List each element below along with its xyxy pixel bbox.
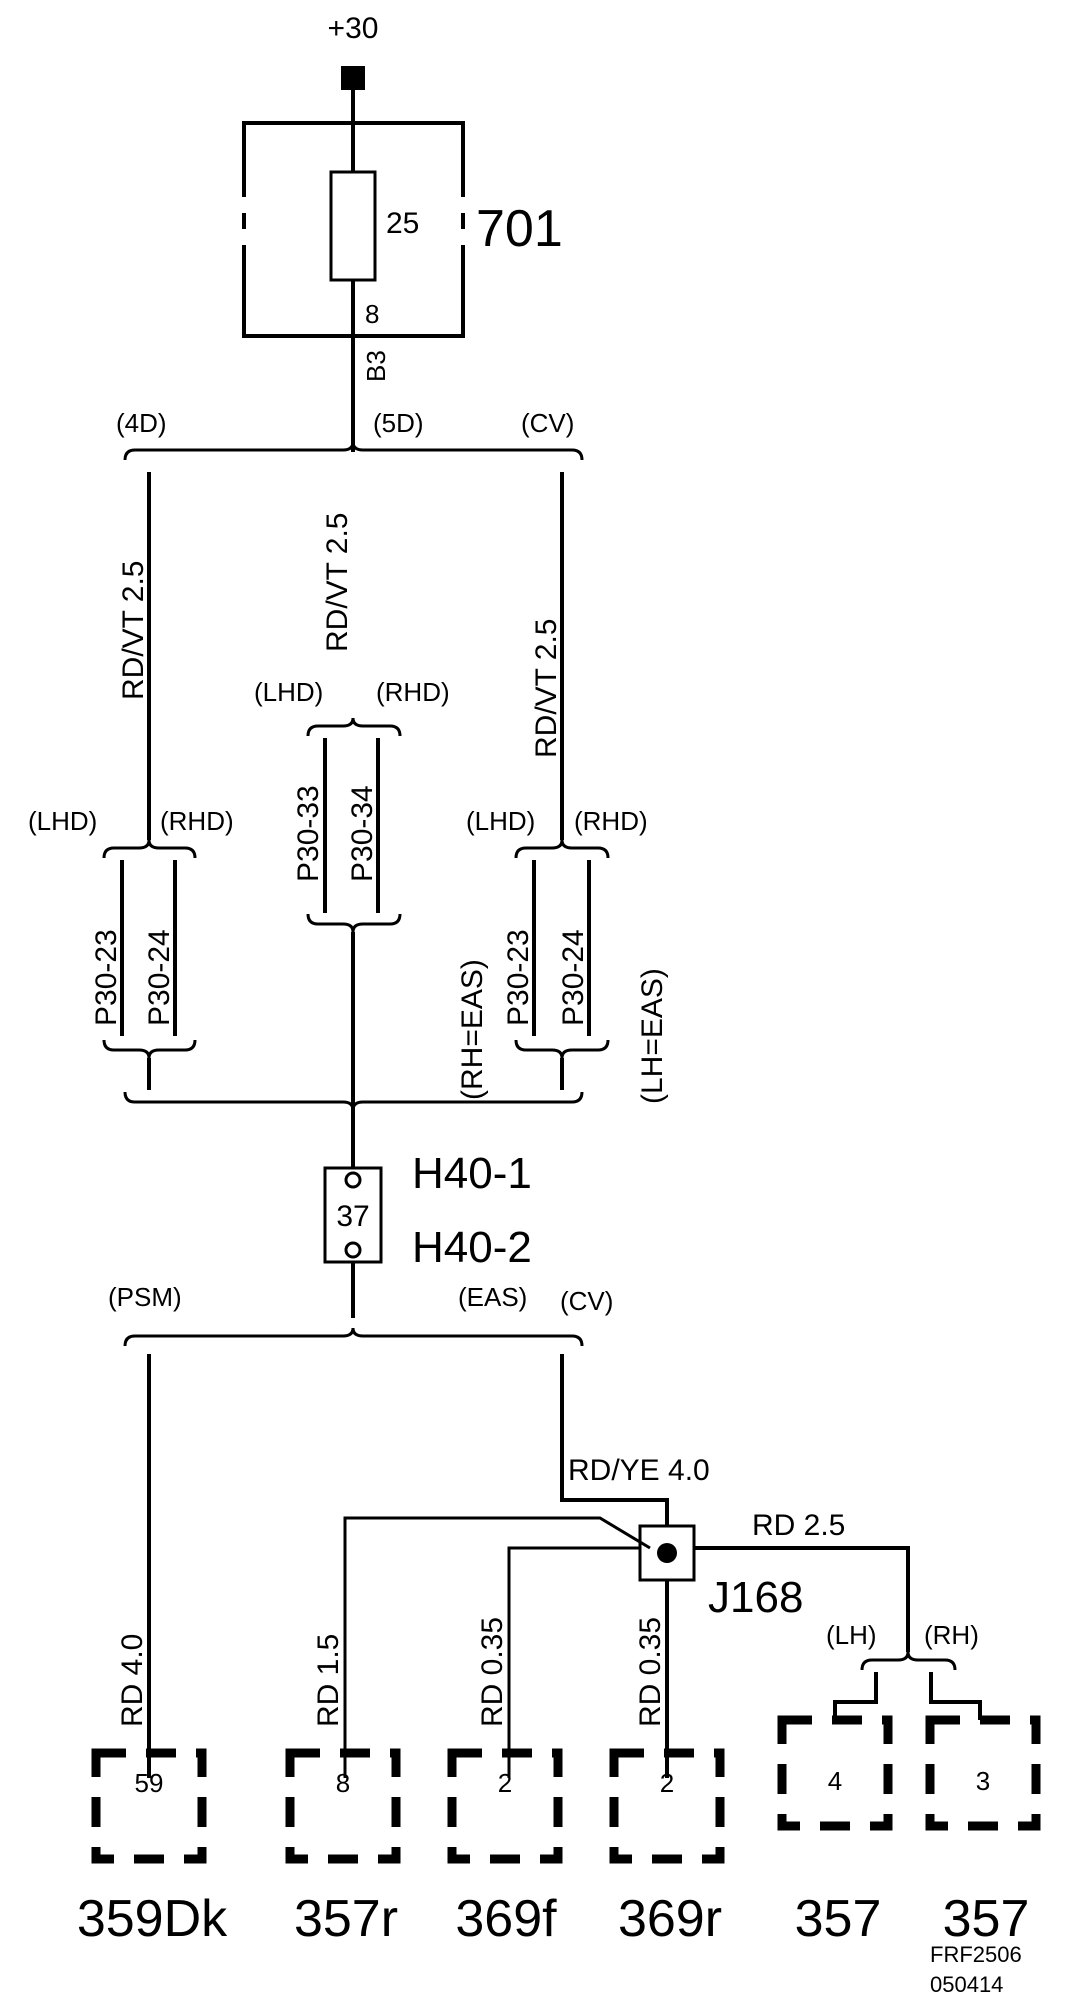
svg-text:357r: 357r <box>294 1890 398 1948</box>
pin-right-p30-23: P30-23 <box>502 929 535 1026</box>
wire-369r: RD 0.35 <box>634 1617 667 1727</box>
svg-text:357: 357 <box>795 1890 882 1948</box>
variant-rh: (RH) <box>924 1620 979 1650</box>
variant-brace-top <box>123 441 584 461</box>
wire-357r: RD 1.5 <box>312 1634 345 1727</box>
inline-connector-id-2: H40-2 <box>412 1223 532 1272</box>
wire-357: RD 2.5 <box>752 1509 845 1542</box>
connector-357-lh: 4 357 <box>777 1715 893 1948</box>
splice-node <box>657 1543 677 1563</box>
connector-369r: 2 369r <box>609 1748 725 1948</box>
variant-left-lhd: (LHD) <box>28 806 97 836</box>
wire-369f: RD 0.35 <box>476 1617 509 1727</box>
supply-terminal <box>341 66 365 90</box>
pin-left-p30-23: P30-23 <box>90 929 123 1026</box>
fuse-pin: 8 <box>365 299 379 329</box>
note-rh-eas: (RH=EAS) <box>456 959 489 1100</box>
wire-center: RD/VT 2.5 <box>321 513 354 653</box>
svg-text:357: 357 <box>943 1890 1030 1948</box>
variant-psm: (PSM) <box>108 1282 182 1312</box>
svg-text:4: 4 <box>828 1766 842 1796</box>
inline-connector-id-1: H40-1 <box>412 1149 532 1198</box>
svg-text:2: 2 <box>660 1768 674 1798</box>
svg-text:369r: 369r <box>618 1890 722 1948</box>
fuse-box-id: 701 <box>476 200 563 258</box>
pin-right-p30-24: P30-24 <box>557 929 590 1026</box>
svg-text:369f: 369f <box>455 1890 557 1948</box>
fuse-connector: B3 <box>361 350 391 382</box>
wire-psm: RD 4.0 <box>116 1634 149 1727</box>
fuse-box-701 <box>242 121 465 338</box>
wire-left: RD/VT 2.5 <box>117 561 150 701</box>
pin-center-p30-34: P30-34 <box>346 785 379 882</box>
wire-main: RD/YE 4.0 <box>568 1454 710 1487</box>
fuse-rating: 25 <box>386 207 419 240</box>
variant-left-rhd: (RHD) <box>160 806 234 836</box>
figure-ref-code: FRF2506 <box>930 1942 1022 1967</box>
variant-cv-lower: (CV) <box>560 1286 613 1316</box>
splice-label: J168 <box>708 1573 803 1622</box>
variant-cv: (CV) <box>521 408 574 438</box>
variant-eas: (EAS) <box>458 1282 527 1312</box>
svg-text:359Dk: 359Dk <box>77 1890 228 1948</box>
variant-center-rhd: (RHD) <box>376 677 450 707</box>
inline-connector-pin: 37 <box>336 1200 369 1233</box>
figure-ref-date: 050414 <box>930 1972 1003 1997</box>
svg-text:2: 2 <box>498 1768 512 1798</box>
pin-left-p30-24: P30-24 <box>143 929 176 1026</box>
variant-right-lhd: (LHD) <box>466 806 535 836</box>
variant-brace-side <box>860 1651 957 1671</box>
variant-5d: (5D) <box>373 408 424 438</box>
variant-lh: (LH) <box>826 1620 877 1650</box>
connector-357-rh: 3 357 <box>925 1715 1041 1948</box>
connector-369f: 2 369f <box>447 1748 563 1948</box>
connector-359dk: 59 359Dk <box>77 1748 228 1948</box>
variant-right-rhd: (RHD) <box>574 806 648 836</box>
wire-right: RD/VT 2.5 <box>530 619 563 759</box>
connector-357r: 8 357r <box>285 1748 401 1948</box>
variant-brace-lower <box>123 1327 584 1347</box>
svg-text:8: 8 <box>336 1768 350 1798</box>
pin-center-p30-33: P30-33 <box>292 785 325 882</box>
variant-4d: (4D) <box>116 408 167 438</box>
note-lh-eas: (LH=EAS) <box>636 968 669 1104</box>
supply-label: +30 <box>328 12 379 45</box>
svg-text:3: 3 <box>976 1766 990 1796</box>
variant-center-lhd: (LHD) <box>254 677 323 707</box>
fuse-symbol <box>329 170 377 282</box>
svg-text:59: 59 <box>135 1768 164 1798</box>
